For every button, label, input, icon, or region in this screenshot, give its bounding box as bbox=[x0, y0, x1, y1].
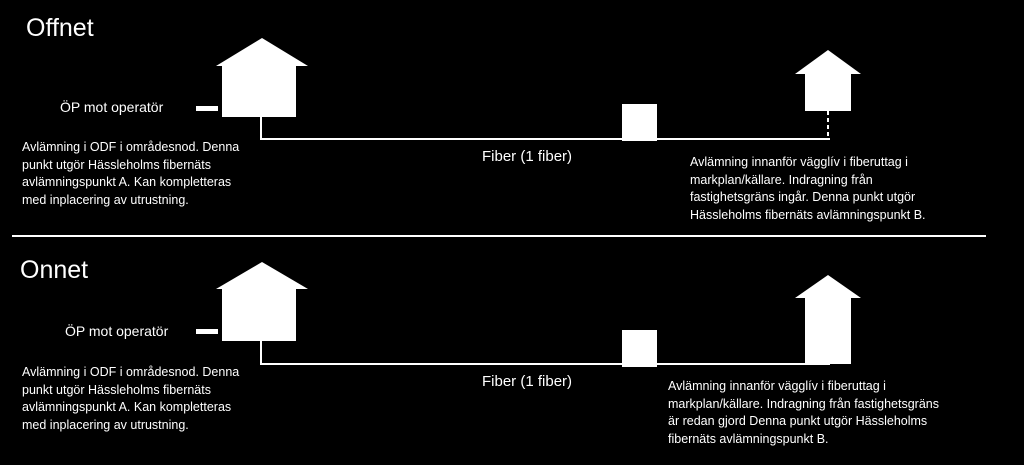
operator-label: ÖP mot operatör bbox=[65, 323, 169, 339]
property-boundary-box bbox=[622, 104, 657, 141]
right-description: Avlämning innanför vägglív i fiberuttag … bbox=[668, 378, 939, 448]
left-description: Avlämning i ODF i områdesnod. Denna punk… bbox=[22, 139, 239, 209]
operator-port bbox=[196, 106, 218, 111]
right-description-line: markplan/källare. Indragning från bbox=[690, 172, 873, 187]
left-description-line: punkt utgör Hässleholms fibernäts bbox=[22, 382, 211, 397]
right-description-line: är redan gjord Denna punkt utgör Hässleh… bbox=[668, 414, 928, 429]
property-boundary-box bbox=[622, 330, 657, 367]
right-description-line: fibernäts avlämningspunkt B. bbox=[668, 431, 829, 446]
right-description-line: Avlämning innanför vägglív i fiberuttag … bbox=[690, 155, 908, 169]
left-description: Avlämning i ODF i områdesnod. Denna punk… bbox=[22, 364, 239, 434]
right-description-line: fastighetsgräns ingår. Denna punkt utgör bbox=[690, 190, 916, 205]
left-description-line: Avlämning i ODF i områdesnod. Denna bbox=[22, 365, 240, 379]
left-description-line: avlämningspunkt A. Kan kompletteras bbox=[22, 175, 232, 190]
right-description: Avlämning innanför vägglív i fiberuttag … bbox=[690, 154, 926, 224]
right-description-line: Avlämning innanför vägglív i fiberuttag … bbox=[668, 379, 886, 393]
node-house-icon bbox=[216, 38, 308, 117]
customer-house-icon bbox=[795, 275, 861, 364]
section-title-onnet: Onnet bbox=[20, 256, 89, 284]
left-description-line: med inplacering av utrustning. bbox=[22, 417, 189, 432]
fiber-line bbox=[260, 341, 622, 365]
right-description-line: Hässleholms fibernäts avlämningspunkt B. bbox=[690, 207, 926, 222]
offnet-diagram bbox=[196, 38, 861, 141]
customer-house-icon bbox=[795, 50, 861, 111]
section-title-offnet: Offnet bbox=[26, 14, 94, 42]
fiber-label: Fiber (1 fiber) bbox=[482, 373, 573, 390]
left-description-line: punkt utgör Hässleholms fibernäts bbox=[22, 157, 211, 172]
right-description-line: markplan/källare. Indragning från fastig… bbox=[668, 396, 939, 411]
left-description-line: avlämningspunkt A. Kan kompletteras bbox=[22, 400, 232, 415]
onnet-diagram bbox=[196, 262, 861, 367]
node-house-icon bbox=[216, 262, 308, 341]
left-description-line: med inplacering av utrustning. bbox=[22, 192, 189, 207]
fiber-label: Fiber (1 fiber) bbox=[482, 148, 573, 165]
fiber-line bbox=[260, 117, 622, 140]
left-description-line: Avlämning i ODF i områdesnod. Denna bbox=[22, 140, 240, 154]
operator-port bbox=[196, 329, 218, 334]
operator-label: ÖP mot operatör bbox=[60, 99, 164, 115]
